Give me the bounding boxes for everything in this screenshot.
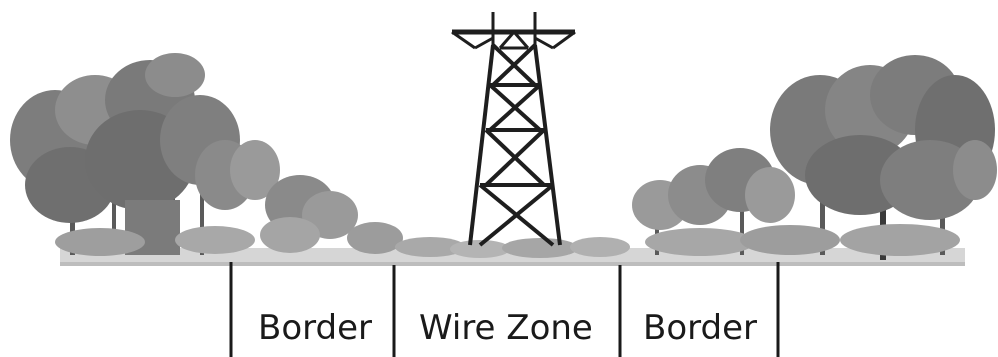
transmission-tower	[452, 12, 575, 245]
left-forest	[10, 53, 403, 256]
zone-label-right-border: Border	[643, 308, 757, 348]
zone-label-left-border: Border	[258, 308, 372, 348]
right-forest	[632, 55, 997, 260]
zone-label-wire-zone: Wire Zone	[419, 308, 593, 348]
wire-zone-vegetation	[395, 237, 630, 258]
